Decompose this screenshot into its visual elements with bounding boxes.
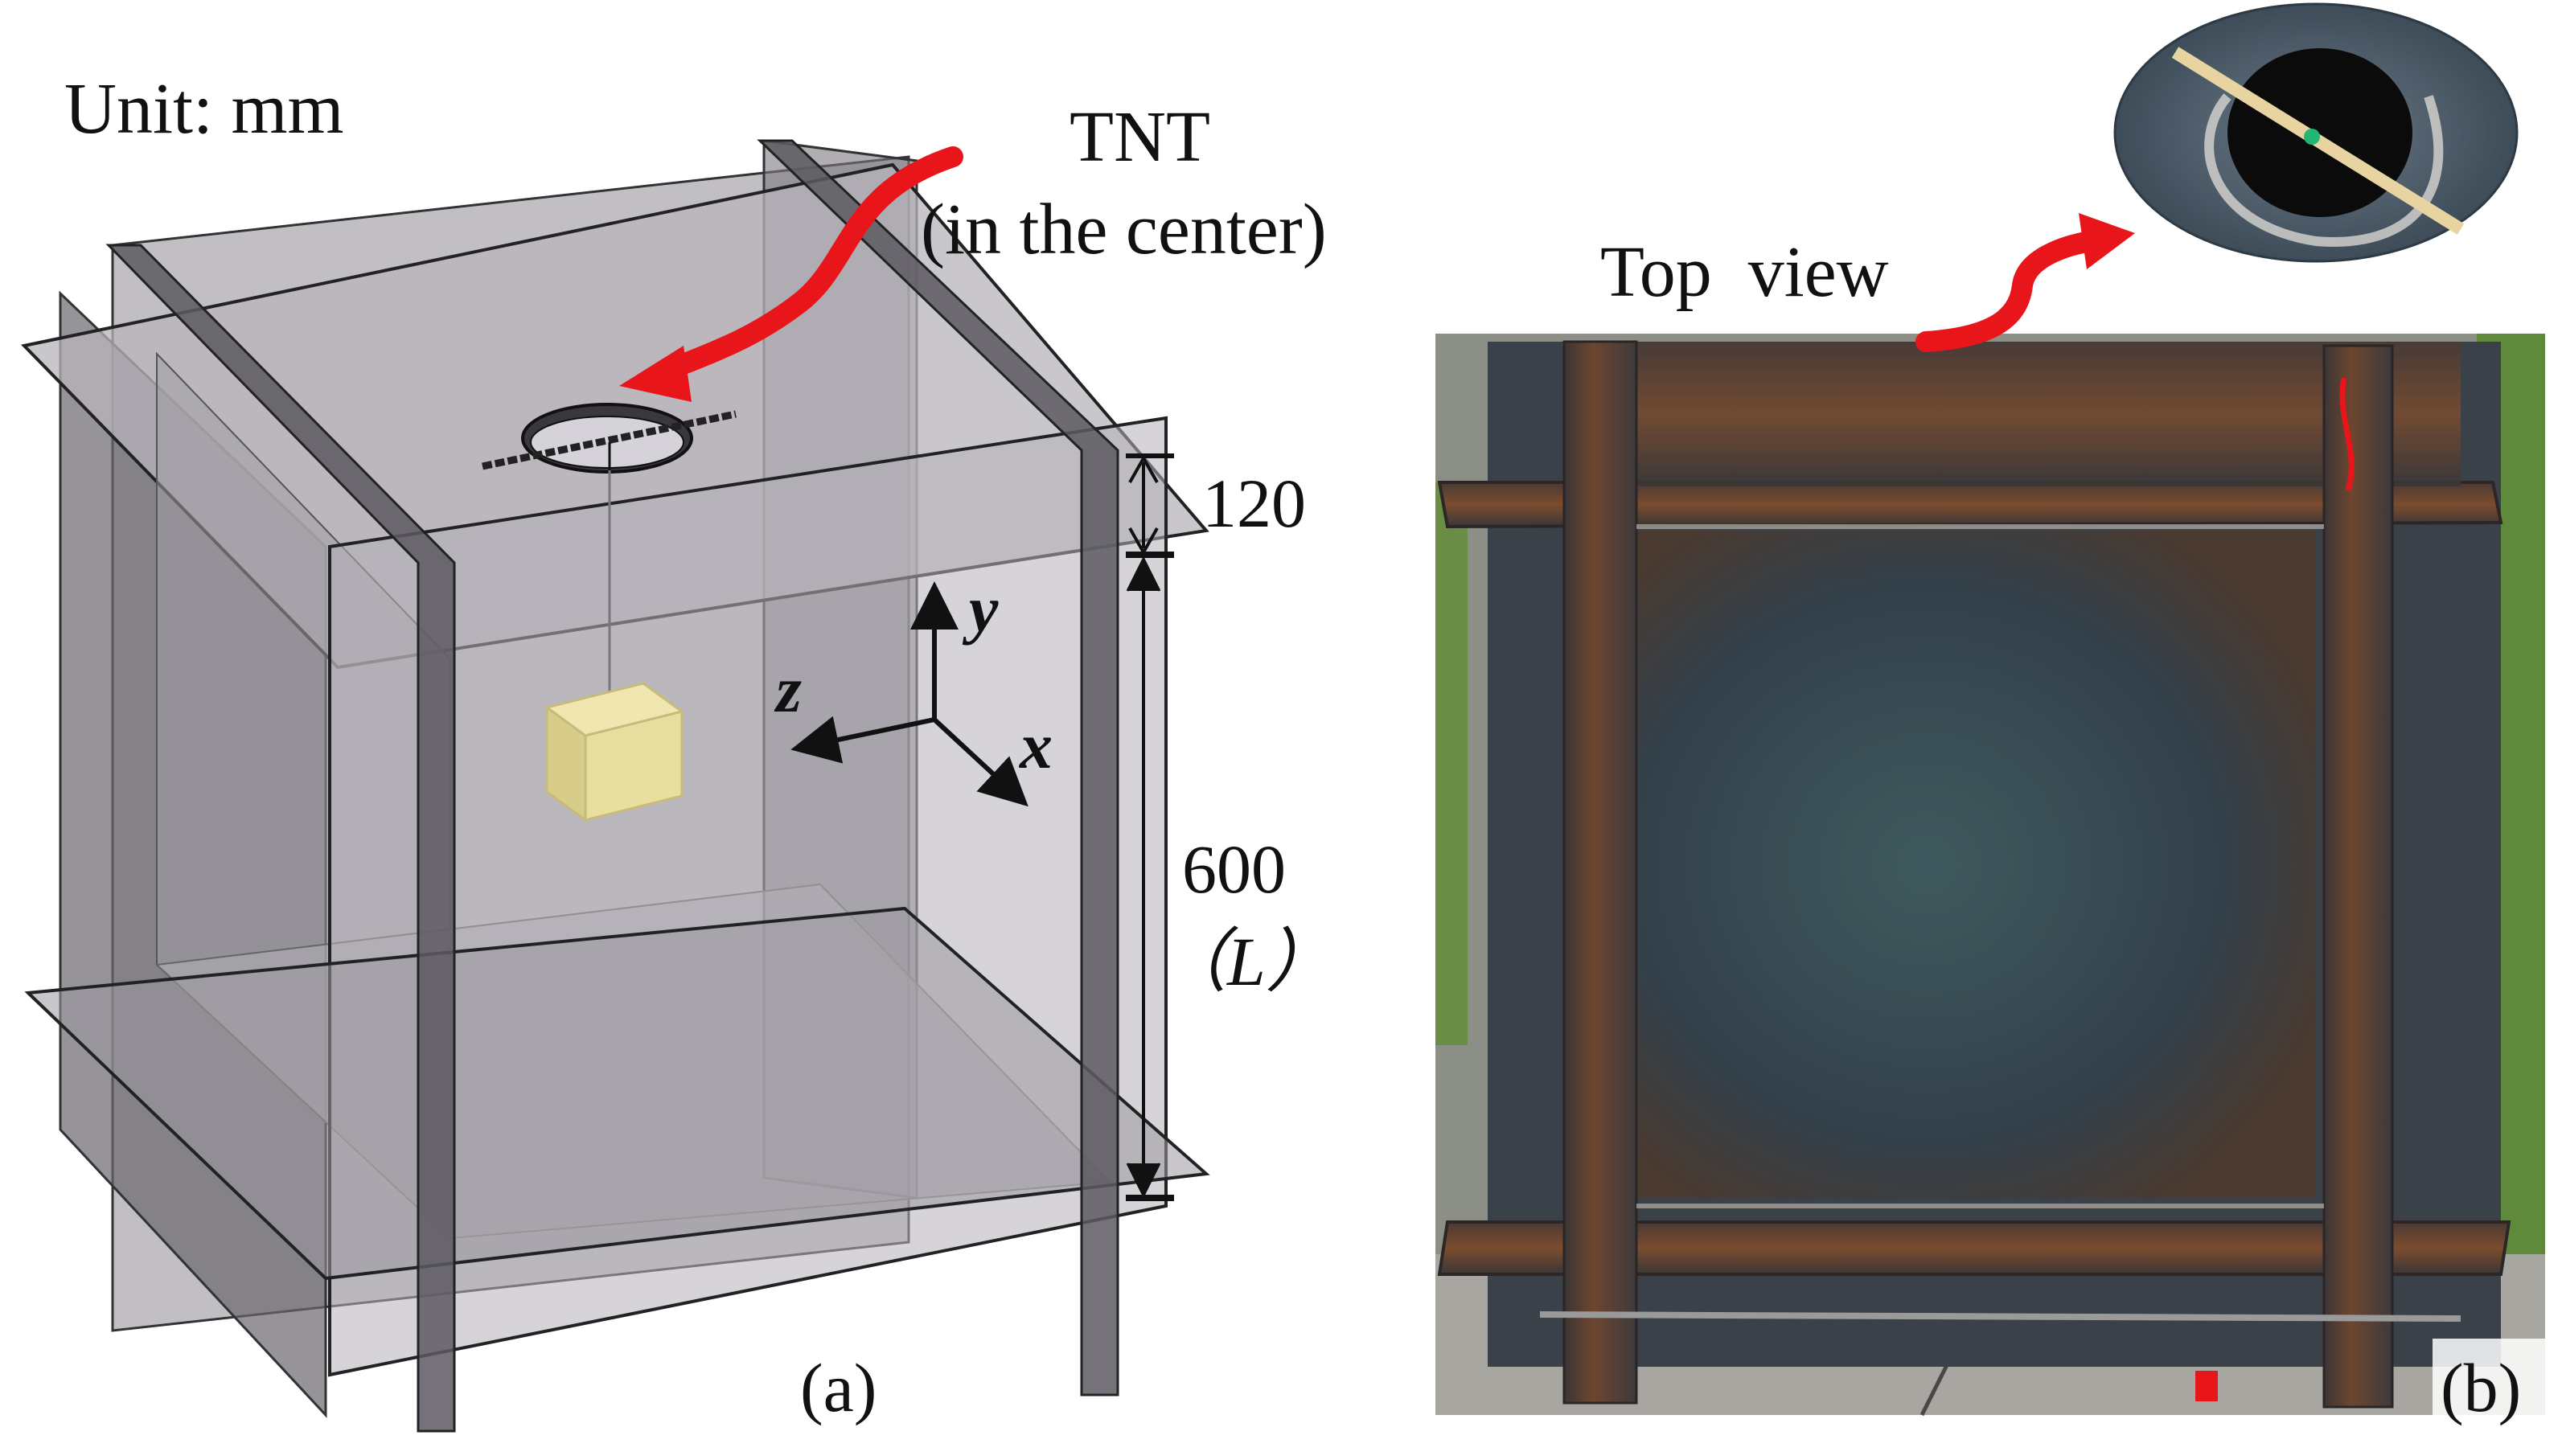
top-view-pointer-arrow	[1915, 231, 2101, 352]
bottom-rod	[1539, 1311, 2461, 1322]
red-wire-tag-top	[2339, 377, 2355, 492]
panel-b-caption: (b)	[2441, 1349, 2521, 1426]
tnt-label: TNT	[1070, 97, 1210, 177]
tnt-pointer-arrow	[649, 146, 963, 384]
bottom-flange	[1437, 1220, 2511, 1276]
top-view-center-dot	[2304, 129, 2320, 145]
dim-120-label: 120	[1202, 465, 1306, 542]
dim-120-arrow-down	[1128, 527, 1159, 556]
dim-600-label: 600	[1182, 831, 1286, 908]
top-view-pointer-arrowhead	[2079, 213, 2135, 269]
top-view-label: Top view	[1600, 232, 1889, 312]
dim-600-arrow-up	[1126, 556, 1161, 592]
axis-x-line	[932, 717, 1028, 807]
dimension-lines: 120 600 （L）	[1126, 453, 1335, 1201]
axis-x-label: x	[1019, 709, 1053, 782]
top-hole-inner	[530, 416, 684, 469]
panel-a-caption: (a)	[800, 1349, 877, 1426]
top-band	[1568, 342, 2461, 486]
dim-120-arrow-up	[1128, 454, 1159, 483]
grass-left	[1435, 482, 1468, 1045]
tnt-location-label: (in the center)	[921, 190, 1327, 269]
stiffener-left	[105, 244, 456, 1433]
unit-label: Unit: mm	[64, 69, 344, 149]
top-view-weld	[2204, 93, 2444, 247]
tnt-cube	[544, 682, 685, 822]
panel-a-schematic: y z x 120 600 （L） Unit: mm TNT (in the c…	[21, 69, 1335, 1433]
right-stiffener	[2322, 344, 2394, 1409]
bottom-plate	[24, 906, 1210, 1281]
stiffener-right	[757, 139, 1119, 1397]
axis-z-line	[790, 716, 935, 764]
top-view-hole	[2227, 48, 2412, 217]
axis-z-label: z	[774, 653, 802, 726]
coordinate-axes: y z x	[774, 572, 1053, 807]
panel-b-photo: Top view (b)	[1435, 2, 2545, 1426]
caption-b-backdrop	[2433, 1339, 2545, 1423]
dim-600-arrow-down	[1126, 1163, 1161, 1199]
dim-length-symbol: （L）	[1158, 923, 1335, 1000]
red-tag-bottom	[2195, 1371, 2218, 1401]
top-view-inset	[2113, 2, 2519, 263]
tnt-pointer-arrowhead	[619, 346, 692, 402]
left-stiffener	[1562, 340, 1638, 1405]
hole-suspension-bar	[482, 410, 737, 470]
steel-inner-panel	[1608, 531, 2316, 1198]
